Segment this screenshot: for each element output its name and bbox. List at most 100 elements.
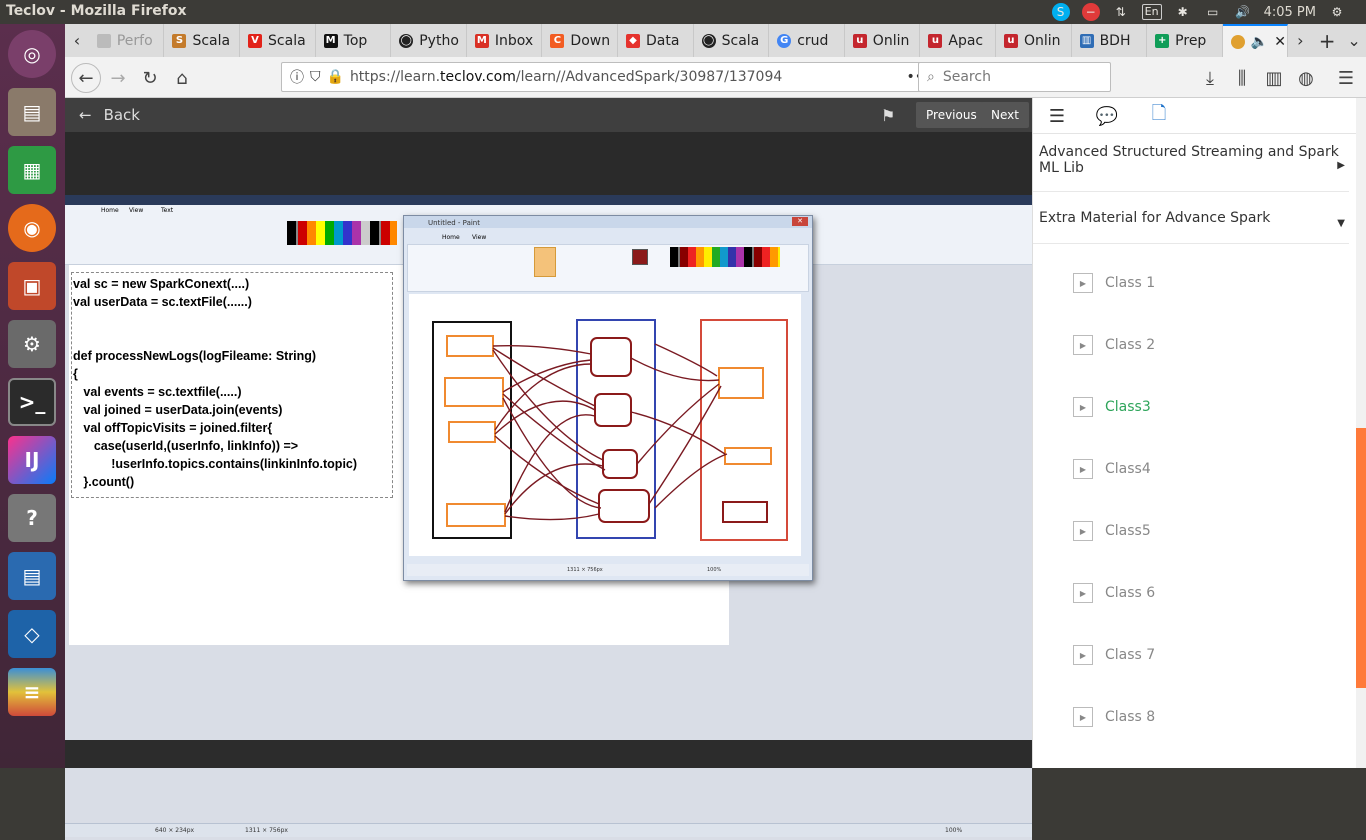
play-icon: ▶ — [1073, 707, 1093, 727]
account-icon[interactable]: ◍ — [1298, 67, 1314, 89]
paint-titlebar — [404, 216, 812, 228]
new-tab-icon[interactable]: + — [1318, 28, 1336, 53]
ribbon-tab-home: Home — [101, 207, 119, 214]
battery-icon[interactable]: ▭ — [1206, 5, 1219, 19]
tab-8[interactable]: ◯Scala — [694, 24, 770, 57]
document-icon[interactable]: 🗋 — [1151, 103, 1167, 124]
terminal-icon[interactable]: >_ — [8, 378, 56, 426]
back-link[interactable]: ← Back — [79, 106, 140, 124]
stack-icon[interactable]: ≡ — [8, 668, 56, 716]
close-tab-icon[interactable]: ✕ — [1274, 33, 1286, 50]
skype-icon[interactable]: S — [1051, 3, 1070, 21]
next-button[interactable]: Next — [981, 102, 1029, 128]
search-input[interactable]: ⌕ Search — [918, 62, 1111, 92]
clock[interactable]: 4:05 PM — [1263, 4, 1316, 20]
url-text[interactable]: https://learn.teclov.com/learn//Advanced… — [349, 69, 783, 85]
discussion-icon[interactable]: 💬 — [1095, 105, 1119, 127]
curriculum-list-icon[interactable]: ☰ — [1048, 105, 1066, 127]
favicon-icon — [96, 33, 111, 48]
gear-icon[interactable]: ⚙ — [1331, 5, 1343, 19]
close-icon[interactable]: ✕ — [792, 217, 808, 226]
play-icon: ▶ — [1073, 397, 1093, 417]
tab-14[interactable]: +Prep — [1147, 24, 1223, 57]
sidebar-tabs: ☰ 💬 🗋 — [1033, 98, 1366, 134]
paint-window[interactable]: Untitled - Paint ✕ Home View — [403, 215, 813, 581]
speaker-icon[interactable]: 🔈 — [1250, 33, 1269, 50]
download-icon[interactable]: ⤓ — [1206, 67, 1214, 89]
volume-icon[interactable]: 🔊 — [1235, 5, 1251, 19]
lesson-item[interactable]: ▶Class 6 — [1073, 583, 1155, 603]
help-icon[interactable]: ? — [8, 494, 56, 542]
url-bar[interactable]: ⓘ ⛉ 🔒 https://learn.teclov.com/learn//Ad… — [281, 62, 977, 92]
tab-7[interactable]: ◆Data — [618, 24, 694, 57]
tab-list-icon[interactable]: ⌄ — [1347, 31, 1361, 50]
intellij-icon[interactable]: IJ — [8, 436, 56, 484]
favicon-icon: ◆ — [626, 33, 641, 48]
menu-icon[interactable]: ☰ — [1337, 67, 1355, 89]
calc-icon[interactable]: ▦ — [8, 146, 56, 194]
lesson-item[interactable]: ▶Class 8 — [1073, 707, 1155, 727]
back-arrow-icon[interactable]: ← — [71, 63, 101, 93]
teclov-favicon-icon — [1230, 34, 1245, 49]
section-advanced-streaming[interactable]: Advanced Structured Streaming and Spark … — [1033, 136, 1349, 192]
previous-button[interactable]: Previous — [916, 102, 987, 128]
ubuntu-icon[interactable]: ◎ — [8, 30, 56, 78]
tab-scroll-left-icon[interactable]: ‹ — [73, 31, 81, 50]
info-icon[interactable]: ⓘ — [290, 70, 304, 86]
impress-icon[interactable]: ▣ — [8, 262, 56, 310]
google-icon: G — [777, 33, 792, 48]
files-icon[interactable]: ▤ — [8, 88, 56, 136]
play-icon: ▶ — [1073, 459, 1093, 479]
lesson-item[interactable]: ▶Class 7 — [1073, 645, 1155, 665]
library-icon[interactable]: ⫼ — [1237, 67, 1247, 89]
writer-icon[interactable]: ▤ — [8, 552, 56, 600]
reload-icon[interactable]: ↻ — [142, 67, 158, 89]
lesson-item[interactable]: ▶Class4 — [1073, 459, 1151, 479]
sidebar-scrollbar[interactable] — [1356, 98, 1366, 768]
mid-box-4 — [598, 489, 650, 523]
lesson-item[interactable]: ▶Class 1 — [1073, 273, 1155, 293]
sidebar-toggle-icon[interactable]: ▥ — [1265, 67, 1283, 89]
video-frame[interactable]: Home View Text val sc = new SparkConext(… — [65, 195, 1032, 840]
home-icon[interactable]: ⌂ — [176, 67, 188, 89]
transfer-icon[interactable]: ⇅ — [1115, 5, 1126, 19]
virtualbox-icon[interactable]: ◇ — [8, 610, 56, 658]
firefox-icon[interactable]: ◉ — [8, 204, 56, 252]
tab-0[interactable]: Perfo — [89, 24, 165, 57]
tab-4[interactable]: ◯Pytho — [391, 24, 467, 57]
no-entry-icon[interactable]: − — [1081, 3, 1100, 21]
tab-scroll-right-icon[interactable]: › — [1297, 31, 1304, 50]
play-icon: ▶ — [1073, 273, 1093, 293]
mid-box-1 — [590, 337, 632, 377]
code-block: val sc = new SparkConext(....)val userDa… — [73, 277, 358, 489]
lesson-item[interactable]: ▶Class5 — [1073, 521, 1151, 541]
flag-icon[interactable]: ⚑ — [881, 106, 896, 125]
section-extra-material[interactable]: Extra Material for Advance Spark ▼ — [1033, 202, 1349, 244]
lesson-item-active[interactable]: ▶Class3 — [1073, 397, 1151, 417]
favicon-icon: C — [550, 33, 565, 48]
paint-canvas[interactable] — [409, 294, 801, 556]
tab-active-teclov[interactable]: 🔈✕ — [1222, 24, 1289, 57]
left-box-3 — [448, 421, 496, 443]
tab-13[interactable]: ▥BDH — [1072, 24, 1148, 57]
top-panel: Teclov - Mozilla Firefox S − ⇅ En ✱ ▭ 🔊 … — [0, 0, 1366, 24]
shield-icon[interactable]: ⛉ — [310, 69, 321, 85]
favicon-icon: M — [323, 33, 338, 48]
left-box-2 — [444, 377, 504, 407]
settings-icon[interactable]: ⚙ — [8, 320, 56, 368]
scrollbar-thumb[interactable] — [1356, 428, 1366, 688]
bluetooth-icon[interactable]: ✱ — [1177, 5, 1188, 19]
forward-arrow-icon[interactable]: → — [110, 67, 126, 89]
language-indicator[interactable]: En — [1141, 4, 1162, 20]
lesson-item[interactable]: ▶Class 2 — [1073, 335, 1155, 355]
navigation-bar: ← → ↻ ⌂ ⓘ ⛉ 🔒 https://learn.teclov.com/l… — [65, 57, 1366, 98]
